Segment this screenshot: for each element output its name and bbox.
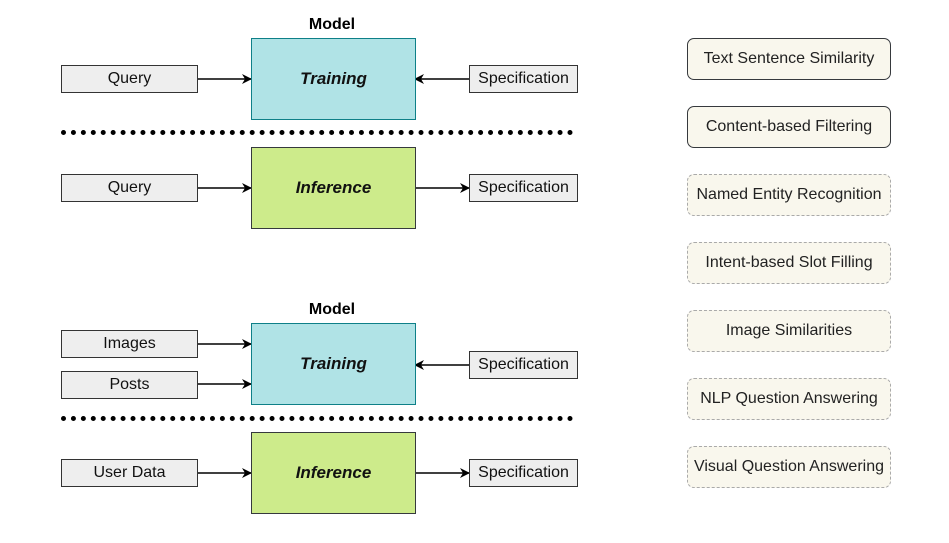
inference-box-bottom: Inference [251,432,416,514]
task-nlp-question-answering: NLP Question Answering [687,378,891,420]
spec-box-training-top: Specification [469,65,578,93]
query-box-inference: Query [61,174,198,202]
spec-box-inference-bottom: Specification [469,459,578,487]
userdata-box: User Data [61,459,198,487]
separator-bottom [61,416,573,421]
model-title-bottom: Model [308,301,356,318]
task-content-based-filtering: Content-based Filtering [687,106,891,148]
task-visual-question-answering: Visual Question Answering [687,446,891,488]
task-intent-based-slot-filling: Intent-based Slot Filling [687,242,891,284]
query-box-training: Query [61,65,198,93]
training-box-bottom: Training [251,323,416,405]
images-box: Images [61,330,198,358]
spec-box-training-bottom: Specification [469,351,578,379]
posts-box: Posts [61,371,198,399]
separator-top [61,130,573,135]
task-image-similarities: Image Similarities [687,310,891,352]
task-named-entity-recognition: Named Entity Recognition [687,174,891,216]
inference-box-top: Inference [251,147,416,229]
task-text-sentence-similarity: Text Sentence Similarity [687,38,891,80]
training-box-top: Training [251,38,416,120]
model-title-top: Model [308,16,356,33]
spec-box-inference-top: Specification [469,174,578,202]
